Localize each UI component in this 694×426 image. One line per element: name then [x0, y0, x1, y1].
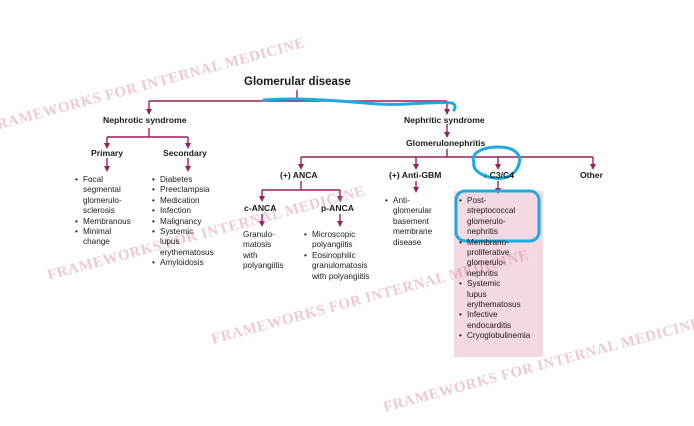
- list-item: Diabetes: [152, 175, 214, 186]
- list-item: Cryoglobulinemia: [459, 331, 530, 342]
- list-line: polyangiitis: [243, 261, 284, 271]
- list-item: Medication: [152, 196, 214, 207]
- list-item: Membranous: [75, 217, 131, 228]
- node-primary: Primary: [91, 148, 124, 158]
- list-item: Amyloidosis: [152, 258, 214, 269]
- list-item: Infection: [152, 206, 214, 217]
- secondary-list: Diabetes Preeclampsia Medication Infecti…: [152, 175, 214, 269]
- diagram-title: Glomerular disease: [244, 76, 351, 88]
- node-other: Other: [580, 170, 603, 180]
- c-anca-list: Granulo- matosis with polyangiitis: [243, 230, 284, 272]
- list-item: Preeclampsia: [152, 185, 214, 196]
- node-p-anca: p-ANCA: [321, 203, 354, 213]
- node-anti-gbm: (+) Anti-GBM: [389, 170, 442, 180]
- node-c-anca: c-ANCA: [244, 203, 277, 213]
- list-item: Malignancy: [152, 217, 214, 228]
- list-line: with: [243, 250, 258, 260]
- node-anca: (+) ANCA: [280, 170, 318, 180]
- node-nephrotic-syndrome: Nephrotic syndrome: [103, 115, 187, 125]
- node-nephritic-syndrome: Nephritic syndrome: [404, 115, 485, 125]
- node-secondary: Secondary: [163, 148, 207, 158]
- list-line: Granulo-: [243, 230, 275, 239]
- node-glomerulonephritis: Glomerulonephritis: [406, 138, 486, 148]
- node-c3c4: ↓ C3/C4: [483, 170, 515, 180]
- list-item: Membrano-proliferativeglomerulo-nephriti…: [459, 238, 530, 280]
- list-line: matosis: [243, 240, 272, 250]
